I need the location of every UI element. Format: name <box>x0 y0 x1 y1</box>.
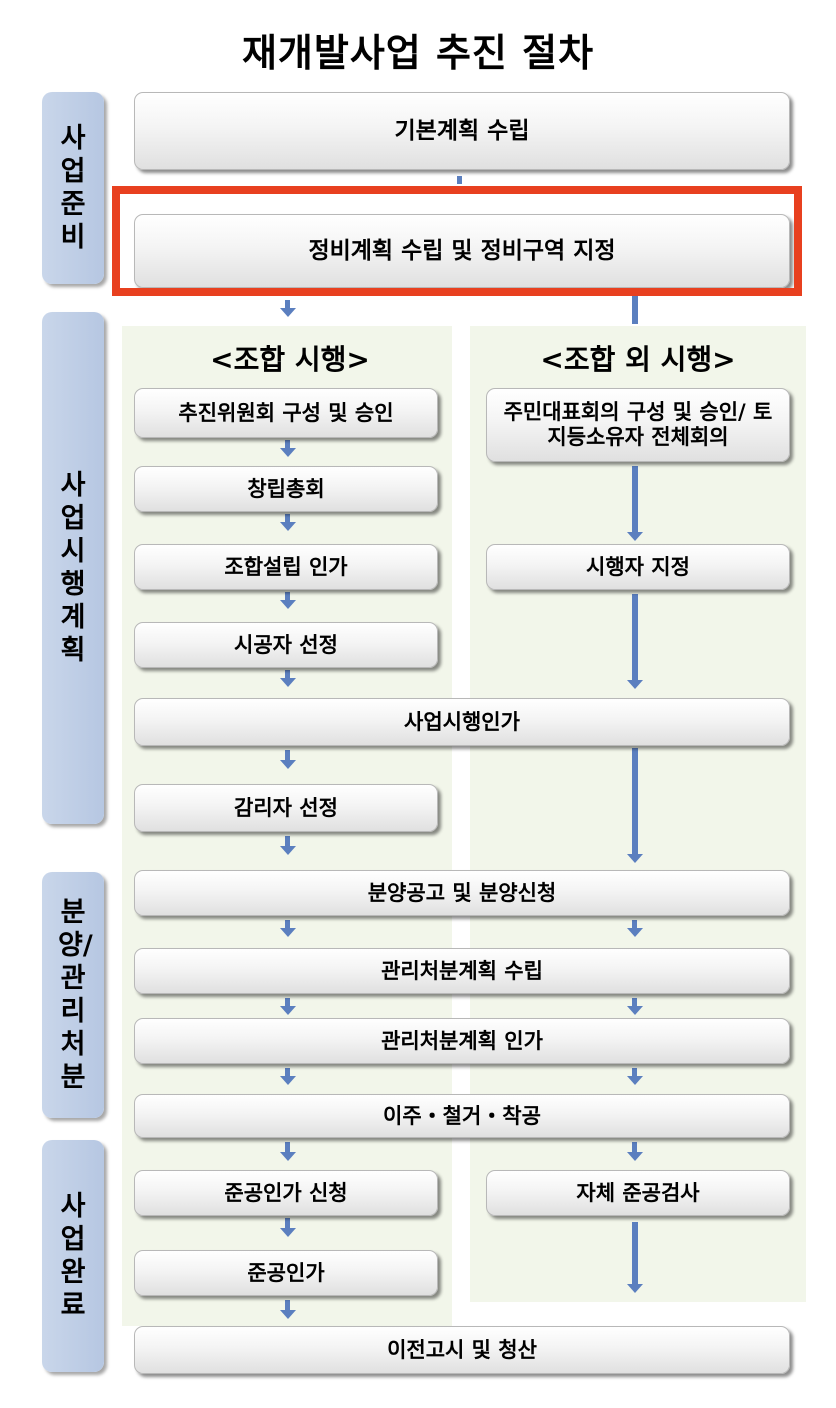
step-disposal-approval: 관리처분계획 인가 <box>134 1018 790 1064</box>
arrow-down-icon <box>627 1152 643 1161</box>
arrow-down-icon <box>280 1310 296 1319</box>
stage-completion: 사업완료 <box>42 1140 104 1372</box>
step-zone-designation: 정비계획 수립 및 정비구역 지정 <box>134 214 790 288</box>
step-committee-label: 추진위원회 구성 및 승인 <box>178 400 394 425</box>
arrow-down-icon <box>280 760 296 769</box>
step-residents-council: 주민대표회의 구성 및 승인/ 토지등소유자 전체회의 <box>486 388 790 462</box>
step-completion-approval-label: 준공인가 <box>247 1260 325 1285</box>
step-disposal-plan-label: 관리처분계획 수립 <box>381 958 543 983</box>
arrow-stem <box>457 176 462 184</box>
right-arrow-5 <box>627 1284 643 1293</box>
step-founding-meeting: 창립총회 <box>134 466 438 512</box>
arrow-stem <box>285 920 290 930</box>
stage-planning-label: 사업시행계획 <box>60 470 86 666</box>
step-completion-request: 준공인가 신청 <box>134 1170 438 1216</box>
arrow-stem <box>632 1068 637 1078</box>
right-line-1 <box>632 296 638 324</box>
arrow-down-icon <box>280 1228 296 1237</box>
right-line-5 <box>632 1222 638 1286</box>
step-disposal-plan: 관리처분계획 수립 <box>134 948 790 994</box>
stage-preparation-label: 사업준비 <box>60 123 86 253</box>
step-contractor: 시공자 선정 <box>134 622 438 668</box>
arrow-stem <box>285 514 290 524</box>
stage-planning: 사업시행계획 <box>42 312 104 824</box>
arrow-stem <box>285 750 290 762</box>
arrow-down-icon <box>280 928 296 937</box>
arrow-stem <box>632 1142 637 1154</box>
arrow-down-icon <box>280 308 296 317</box>
arrow-down-icon <box>280 1152 296 1161</box>
stage-preparation: 사업준비 <box>42 92 104 284</box>
arrow-down-icon <box>627 1006 643 1015</box>
highlight-frame <box>112 186 802 296</box>
step-basic-plan: 기본계획 수립 <box>134 92 790 170</box>
step-supervisor: 감리자 선정 <box>134 784 438 832</box>
step-self-inspection-label: 자체 준공검사 <box>576 1180 700 1205</box>
step-relocation-label: 이주・철거・착공 <box>383 1103 541 1128</box>
step-relocation: 이주・철거・착공 <box>134 1094 790 1138</box>
step-residents-council-label: 주민대표회의 구성 및 승인/ 토지등소유자 전체회의 <box>503 400 773 449</box>
arrow-down-icon <box>280 522 296 531</box>
step-zone-designation-label: 정비계획 수립 및 정비구역 지정 <box>308 237 616 264</box>
arrow-stem <box>285 440 290 450</box>
stage-completion-label: 사업완료 <box>60 1191 86 1321</box>
arrow-down-icon <box>627 928 643 937</box>
step-operator: 시행자 지정 <box>486 544 790 590</box>
arrow-down-icon <box>280 600 296 609</box>
arrow-down-icon <box>627 1076 643 1085</box>
step-disposal-approval-label: 관리처분계획 인가 <box>381 1028 543 1053</box>
arrow-stem <box>285 670 290 680</box>
arrow-stem <box>285 998 290 1008</box>
arrow-stem <box>285 592 290 602</box>
step-self-inspection: 자체 준공검사 <box>486 1170 790 1216</box>
step-contractor-label: 시공자 선정 <box>234 632 338 657</box>
stage-disposal-label: 분양/관리처분 <box>58 897 93 1093</box>
step-sale-notice: 분양공고 및 분양신청 <box>134 870 790 916</box>
arrow-stem <box>285 836 290 848</box>
arrow-stem <box>285 1068 290 1078</box>
step-implementation-approval-label: 사업시행인가 <box>404 709 520 734</box>
step-completion-approval: 준공인가 <box>134 1250 438 1296</box>
arrow-stem <box>285 1142 290 1154</box>
arrow-stem <box>285 300 290 310</box>
right-line-2 <box>632 466 638 536</box>
arrow-stem <box>285 1300 290 1312</box>
non-union-panel <box>470 326 806 1302</box>
step-completion-request-label: 준공인가 신청 <box>224 1180 348 1205</box>
right-arrow-3 <box>627 680 643 689</box>
right-line-4 <box>632 748 638 856</box>
step-union-approval-label: 조합설립 인가 <box>224 554 348 579</box>
arrow-stem <box>285 1218 290 1230</box>
arrow-down-icon <box>280 846 296 855</box>
arrow-down-icon <box>280 1076 296 1085</box>
step-committee: 추진위원회 구성 및 승인 <box>134 388 438 438</box>
arrow-stem <box>632 998 637 1008</box>
right-arrow-4 <box>627 854 643 863</box>
step-basic-plan-label: 기본계획 수립 <box>394 117 530 144</box>
arrow-stem <box>632 920 637 930</box>
arrow-down-icon <box>280 678 296 687</box>
step-founding-meeting-label: 창립총회 <box>247 476 325 501</box>
stage-disposal: 분양/관리처분 <box>42 872 104 1118</box>
page-title: 재개발사업 추진 절차 <box>241 31 595 75</box>
non-union-header: <조합 외 시행> <box>540 343 736 376</box>
arrow-down-icon <box>280 448 296 457</box>
step-union-approval: 조합설립 인가 <box>134 544 438 590</box>
step-sale-notice-label: 분양공고 및 분양신청 <box>367 880 557 905</box>
union-header: <조합 시행> <box>210 343 370 376</box>
step-operator-label: 시행자 지정 <box>586 554 690 579</box>
right-line-3 <box>632 594 638 682</box>
step-supervisor-label: 감리자 선정 <box>234 795 338 820</box>
step-implementation-approval: 사업시행인가 <box>134 698 790 746</box>
step-transfer-label: 이전고시 및 청산 <box>387 1337 537 1362</box>
right-arrow-2 <box>627 532 643 541</box>
step-transfer: 이전고시 및 청산 <box>134 1326 790 1374</box>
arrow-down-icon <box>280 1006 296 1015</box>
